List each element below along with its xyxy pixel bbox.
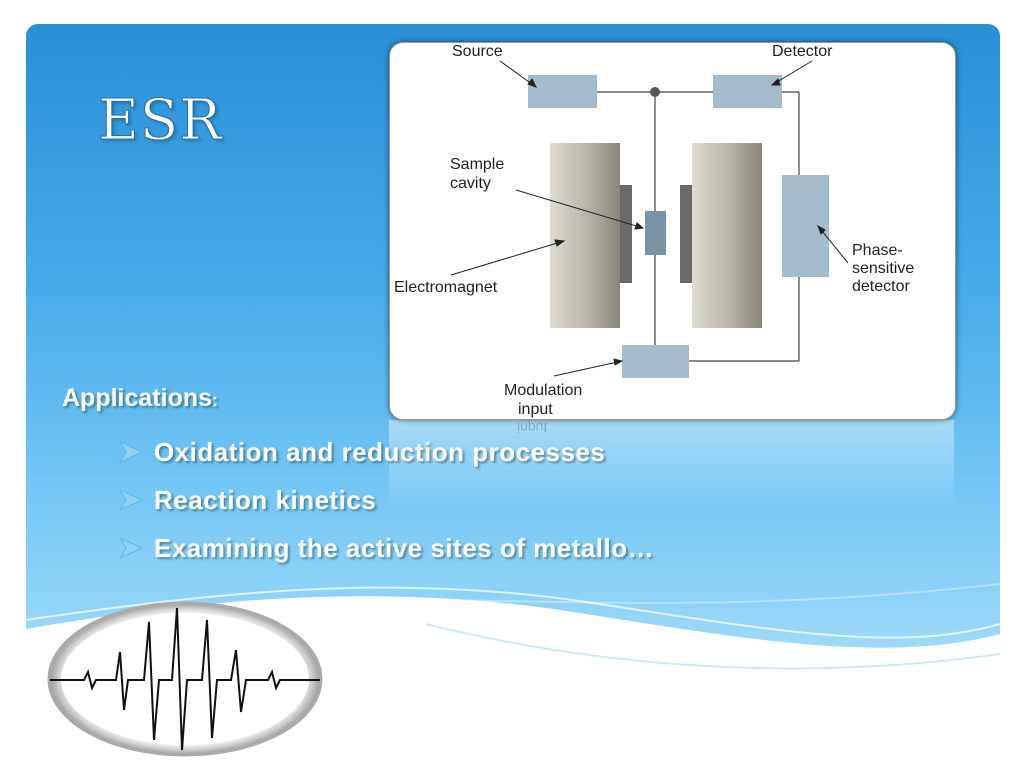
esr-spectrum-icon — [47, 601, 323, 757]
modulation-block — [622, 345, 689, 378]
sample-cavity — [645, 211, 666, 255]
magnet-right — [692, 143, 762, 328]
arrow-right-icon — [118, 488, 144, 512]
slide-title: ESR — [97, 88, 223, 154]
source-label: Source — [452, 43, 503, 60]
applications-heading-text: Applications — [62, 384, 213, 412]
list-item-text: Oxidation and reduction processes — [154, 436, 606, 467]
magnet-left — [550, 143, 620, 328]
figure-reflection: input — [389, 420, 954, 510]
esr-diagram-card: Source Detector Sample cavity Electromag… — [389, 42, 956, 420]
wires — [597, 91, 800, 362]
list-item: Oxidation and reduction processes — [118, 428, 654, 476]
modulation-label-line2: input — [518, 401, 553, 418]
list-item: Examining the active sites of metallo… — [118, 524, 654, 572]
phase-label-line3: detector — [852, 278, 910, 295]
list-item-text: Reaction kinetics — [154, 484, 377, 515]
detector-block — [713, 75, 782, 108]
arrow-right-icon — [118, 440, 144, 464]
sample-label-line2: cavity — [450, 175, 491, 192]
phase-label-line2: sensitive — [852, 260, 914, 277]
phase-label-line1: Phase- — [852, 242, 903, 259]
phase-detector-block — [782, 175, 829, 277]
detector-label: Detector — [772, 43, 833, 60]
list-item-text: Examining the active sites of metallo… — [154, 532, 655, 563]
applications-heading-colon: : — [212, 390, 219, 410]
applications-heading: Applications: — [62, 384, 218, 413]
source-block — [528, 75, 597, 108]
sample-label-line1: Sample — [450, 156, 504, 173]
applications-list: Oxidation and reduction processes Reacti… — [118, 428, 654, 572]
magnet-left-pole — [620, 185, 632, 283]
junction-dot — [650, 87, 660, 97]
list-item: Reaction kinetics — [118, 476, 654, 524]
modulation-label-line1: Modulation — [504, 382, 582, 399]
electromagnet-label: Electromagnet — [394, 279, 498, 296]
arrow-right-icon — [118, 536, 144, 560]
esr-block-diagram: Source Detector Sample cavity Electromag… — [394, 43, 914, 418]
magnet-right-pole — [680, 185, 692, 283]
